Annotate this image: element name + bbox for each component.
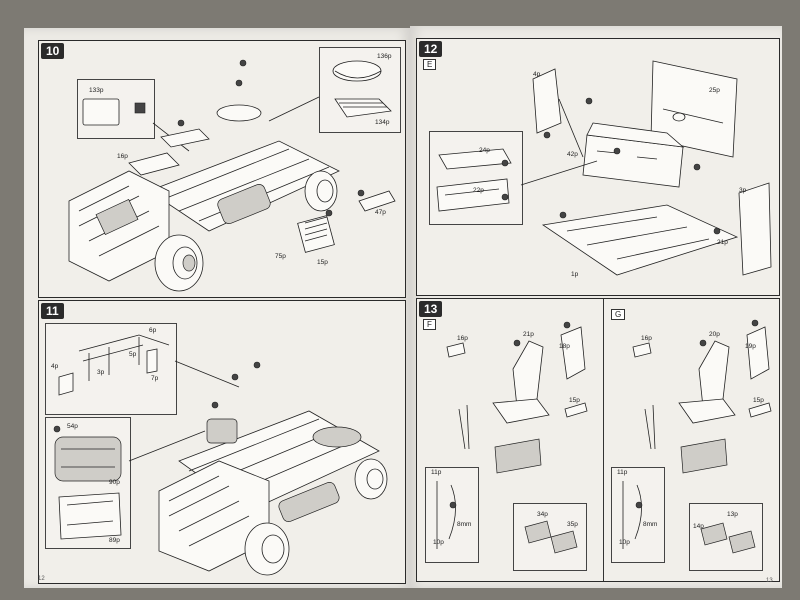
step-13-number: 13 xyxy=(419,301,443,317)
step-12-number: 12 xyxy=(419,41,443,57)
label-54p: 54p xyxy=(67,423,78,430)
label-16p: 16p xyxy=(117,153,128,160)
label-6p: 6p xyxy=(149,327,157,334)
f-label-35p: 35p xyxy=(567,521,578,528)
label-133p: 133p xyxy=(89,87,104,94)
label-89p: 89p xyxy=(109,537,120,544)
f-label-16p: 16p xyxy=(457,335,468,342)
label-4p: 4p xyxy=(51,363,59,370)
label-3p: 3p xyxy=(97,369,105,376)
step-11-number: 11 xyxy=(41,303,64,319)
f-label-21p: 21p xyxy=(523,331,534,338)
label-7p: 7p xyxy=(151,375,159,382)
g-label-15p: 15p xyxy=(753,397,764,404)
page-number-left: 12 xyxy=(38,576,45,582)
step-13-g-tag: G xyxy=(611,309,626,320)
label-75p: 75p xyxy=(275,253,286,260)
g-label-13p: 13p xyxy=(727,511,738,518)
label-25p: 25p xyxy=(709,87,720,94)
f-label-15p: 15p xyxy=(569,397,580,404)
step-13-f-tag: F xyxy=(423,319,436,330)
f-label-10p: 10p xyxy=(433,539,444,546)
step-11-panel: 11 xyxy=(38,300,406,584)
g-label-19p: 19p xyxy=(745,343,756,350)
step-10-panel: 10 xyxy=(38,40,406,298)
g-label-8mm: 8mm xyxy=(643,521,658,528)
label-42p: 42p xyxy=(567,151,578,158)
left-page: 10 xyxy=(24,28,410,588)
step-13-seats-drawing xyxy=(436,319,772,554)
step-12-panel: 12 E xyxy=(416,38,780,296)
g-label-11p: 11p xyxy=(617,469,628,476)
g-mirror-inset xyxy=(611,467,665,563)
f-label-8mm: 8mm xyxy=(457,521,472,528)
step-10-number: 10 xyxy=(41,43,65,59)
f-label-11p: 11p xyxy=(431,469,442,476)
f-mirror-inset xyxy=(425,467,479,563)
step-12-cab-interior-drawing xyxy=(436,60,772,276)
label-5p: 5p xyxy=(129,351,137,358)
g-label-14p: 14p xyxy=(693,523,704,530)
step-11-chassis-drawing xyxy=(53,334,388,576)
step-13-panel: 13 F G xyxy=(416,298,780,582)
step-13-divider xyxy=(603,299,604,581)
label-22p: 22p xyxy=(473,187,484,194)
label-90p: 90p xyxy=(109,479,120,486)
label-4p: 4p xyxy=(533,71,541,78)
step-12-subassembly-tag: E xyxy=(423,59,437,70)
label-134p: 134p xyxy=(375,119,390,126)
label-1p: 1p xyxy=(571,271,579,278)
label-136p: 136p xyxy=(377,53,392,60)
label-24p: 24p xyxy=(479,147,490,154)
f-label-18p: 18p xyxy=(559,343,570,350)
label-15p: 15p xyxy=(317,259,328,266)
step-10-chassis-drawing xyxy=(68,59,396,292)
label-47p: 47p xyxy=(375,209,386,216)
label-21p: 21p xyxy=(717,239,728,246)
right-page: 12 E xyxy=(410,26,782,588)
g-label-16p: 16p xyxy=(641,335,652,342)
f-label-34p: 34p xyxy=(537,511,548,518)
label-3p: 3p xyxy=(739,187,747,194)
g-label-10p: 10p xyxy=(619,539,630,546)
page-number-right: 13 xyxy=(766,578,773,584)
g-label-20p: 20p xyxy=(709,331,720,338)
